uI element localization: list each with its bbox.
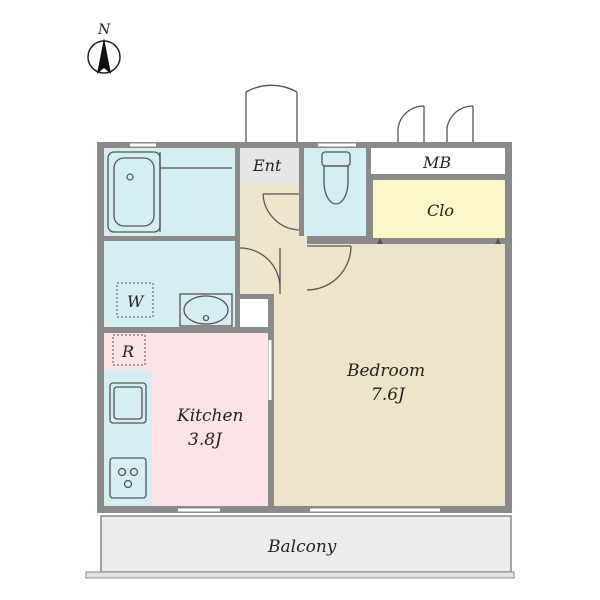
bedroom-size: 7.6J: [371, 385, 406, 405]
meter-box-area: [371, 148, 505, 174]
balcony-label: Balcony: [267, 537, 337, 557]
toilet: [321, 151, 351, 205]
washer-label: W: [127, 292, 145, 311]
stove-icon: [109, 457, 147, 499]
bedroom-area: [274, 244, 505, 506]
entrance-area: [240, 148, 299, 184]
kitchen-counter: [104, 370, 152, 506]
wash-area: [104, 241, 235, 327]
door-swings-top: [245, 84, 474, 146]
north-arrow-icon: [97, 38, 111, 74]
balcony-ledge: [85, 571, 515, 579]
closet-area: [373, 180, 505, 238]
balcony-area: [100, 515, 512, 573]
closet-label: Clo: [427, 201, 454, 220]
hall-storage: [240, 299, 268, 327]
entrance-label: Ent: [252, 156, 282, 175]
door-swings-interior: [239, 193, 352, 294]
windows: [130, 143, 440, 512]
kitchen-size: 3.8J: [188, 430, 223, 450]
refrigerator-label: R: [121, 342, 134, 361]
compass: N: [87, 22, 121, 74]
washer-space: [116, 282, 154, 318]
bath-drain-icon: [126, 173, 134, 181]
bath-area: [104, 148, 235, 236]
closet-door-markers: [377, 238, 501, 244]
kitchen-label: Kitchen: [176, 406, 243, 426]
toilet-area: [304, 148, 366, 236]
refrigerator-space: [112, 334, 146, 366]
meter-box-label: MB: [422, 153, 451, 172]
compass-label: N: [97, 22, 111, 38]
bathtub: [107, 151, 232, 233]
washbasin: [179, 293, 233, 327]
bedroom-label: Bedroom: [346, 361, 425, 381]
kitchen-sink: [109, 382, 147, 424]
